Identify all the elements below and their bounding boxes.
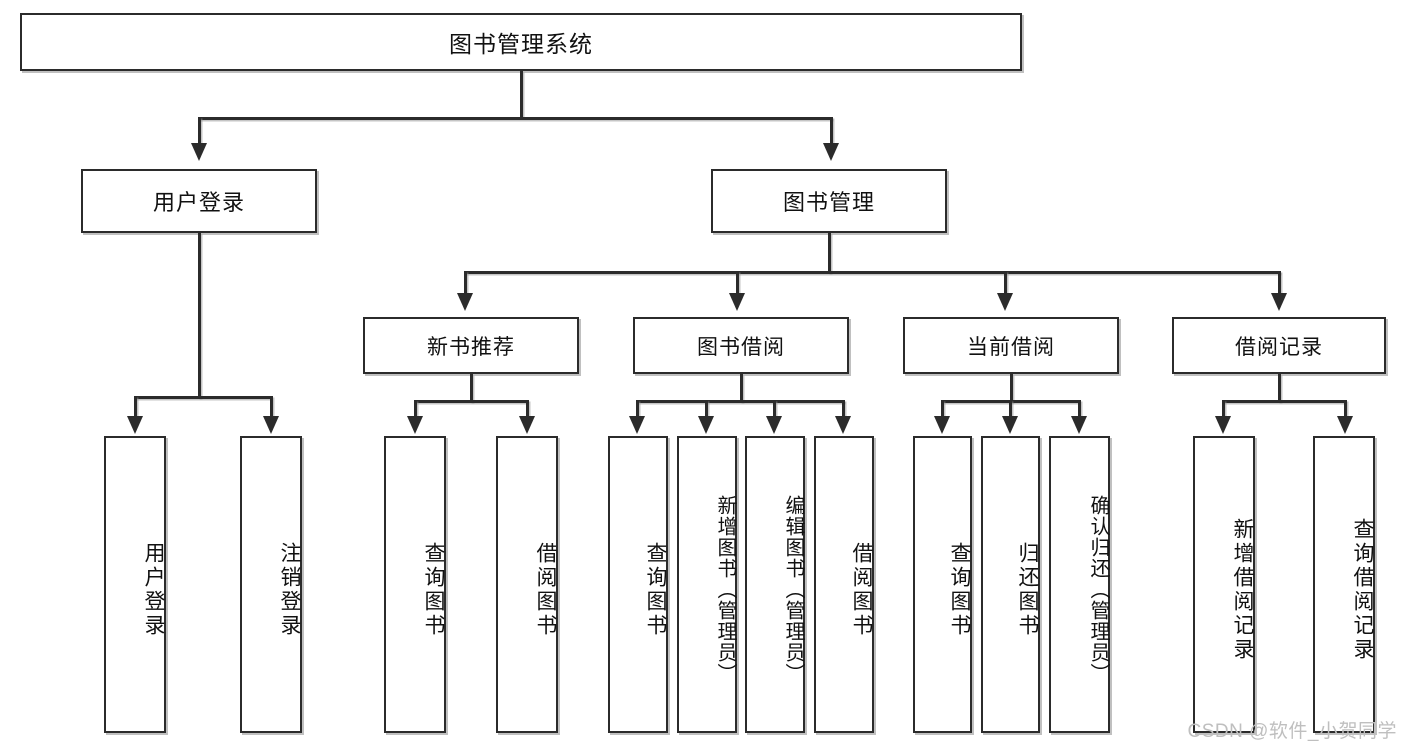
connector-root-stem (520, 71, 523, 118)
leaf-query-record-label: 查询借阅记录 (1351, 517, 1374, 662)
connector-nbr-drop-2 (526, 400, 529, 418)
arrow-to-leaf-user-logout (263, 416, 279, 434)
arrow-to-user-login (191, 143, 207, 161)
leaf-add-book[interactable]: 新增图书（管理员） (677, 436, 737, 733)
arrow-to-leaf-query-book-3 (934, 416, 950, 434)
connector-user-login-stem (198, 233, 201, 398)
node-book-borrow[interactable]: 图书借阅 (633, 317, 849, 374)
connector-bb-drop-3 (773, 400, 776, 418)
leaf-query-record[interactable]: 查询借阅记录 (1313, 436, 1375, 733)
arrow-to-leaf-query-book-1 (407, 416, 423, 434)
connector-cb-drop-1 (941, 400, 944, 418)
arrow-to-book-borrow (729, 293, 745, 311)
connector-nbr-drop-1 (414, 400, 417, 418)
node-book-management[interactable]: 图书管理 (711, 169, 947, 233)
node-root[interactable]: 图书管理系统 (20, 13, 1022, 71)
connector-root-bus (198, 117, 832, 120)
leaf-user-logout-label: 注销登录 (278, 541, 301, 638)
connector-user-login-bus (134, 396, 270, 399)
connector-cb-drop-3 (1078, 400, 1081, 418)
leaf-borrow-book-2-label: 借阅图书 (850, 541, 873, 638)
leaf-user-logout[interactable]: 注销登录 (240, 436, 302, 733)
connector-br-stem (1278, 374, 1281, 402)
arrow-to-leaf-query-record (1337, 416, 1353, 434)
connector-bb-bus (636, 400, 844, 403)
connector-bm-drop-2 (736, 271, 739, 295)
connector-bb-stem (740, 374, 743, 402)
arrow-to-current-borrow (997, 293, 1013, 311)
arrow-to-borrow-record (1271, 293, 1287, 311)
connector-nbr-stem (470, 374, 473, 402)
arrow-to-leaf-user-login (127, 416, 143, 434)
leaf-query-book-2[interactable]: 查询图书 (608, 436, 668, 733)
watermark-text: CSDN @软件_小贺同学 (1187, 721, 1397, 742)
connector-bm-drop-3 (1004, 271, 1007, 295)
node-user-login[interactable]: 用户登录 (81, 169, 317, 233)
arrow-to-leaf-confirm-return (1071, 416, 1087, 434)
connector-user-login-drop-1 (134, 396, 137, 418)
node-borrow-record-label: 借阅记录 (1235, 335, 1323, 359)
node-book-borrow-label: 图书借阅 (697, 335, 785, 359)
leaf-user-login-label: 用户登录 (142, 541, 165, 638)
leaf-add-record-label: 新增借阅记录 (1231, 517, 1254, 662)
node-book-management-label: 图书管理 (782, 190, 875, 215)
leaf-query-book-3-label: 查询图书 (948, 541, 971, 638)
leaf-query-book-1[interactable]: 查询图书 (384, 436, 446, 733)
leaf-add-book-label: 新增图书（管理员） (714, 495, 736, 684)
leaf-borrow-book-2[interactable]: 借阅图书 (814, 436, 874, 733)
arrow-to-leaf-add-record (1215, 416, 1231, 434)
leaf-query-book-1-label: 查询图书 (422, 541, 445, 638)
leaf-user-login[interactable]: 用户登录 (104, 436, 166, 733)
leaf-add-record[interactable]: 新增借阅记录 (1193, 436, 1255, 733)
leaf-edit-book-label: 编辑图书（管理员） (782, 495, 804, 684)
arrow-to-leaf-return-book (1002, 416, 1018, 434)
arrow-to-leaf-add-book (698, 416, 714, 434)
connector-cb-stem (1010, 374, 1013, 402)
connector-book-management-bus (464, 271, 1280, 274)
node-root-label: 图书管理系统 (449, 31, 593, 57)
connector-user-login-drop-2 (270, 396, 273, 418)
node-new-book-recommend[interactable]: 新书推荐 (363, 317, 579, 374)
connector-root-drop-right (830, 117, 833, 145)
arrow-to-leaf-borrow-book-1 (519, 416, 535, 434)
connector-br-bus (1222, 400, 1344, 403)
arrow-to-leaf-query-book-2 (629, 416, 645, 434)
connector-bm-drop-4 (1278, 271, 1281, 295)
connector-br-drop-2 (1344, 400, 1347, 418)
node-current-borrow[interactable]: 当前借阅 (903, 317, 1119, 374)
leaf-confirm-return-label: 确认归还（管理员） (1087, 495, 1109, 684)
leaf-return-book-label: 归还图书 (1016, 541, 1039, 638)
leaf-edit-book[interactable]: 编辑图书（管理员） (745, 436, 805, 733)
leaf-borrow-book-1[interactable]: 借阅图书 (496, 436, 558, 733)
connector-bm-drop-1 (464, 271, 467, 295)
arrow-to-leaf-borrow-book-2 (835, 416, 851, 434)
leaf-confirm-return[interactable]: 确认归还（管理员） (1049, 436, 1110, 733)
node-borrow-record[interactable]: 借阅记录 (1172, 317, 1386, 374)
connector-cb-drop-2 (1009, 400, 1012, 418)
node-current-borrow-label: 当前借阅 (967, 335, 1055, 359)
arrow-to-book-management (823, 143, 839, 161)
connector-bb-drop-2 (705, 400, 708, 418)
leaf-borrow-book-1-label: 借阅图书 (534, 541, 557, 638)
connector-bb-drop-4 (842, 400, 845, 418)
arrow-to-leaf-edit-book (766, 416, 782, 434)
connector-br-drop-1 (1222, 400, 1225, 418)
connector-root-drop-left (198, 117, 201, 145)
leaf-query-book-2-label: 查询图书 (644, 541, 667, 638)
leaf-query-book-3[interactable]: 查询图书 (913, 436, 972, 733)
node-new-book-recommend-label: 新书推荐 (427, 335, 515, 359)
node-user-login-label: 用户登录 (152, 190, 245, 215)
arrow-to-new-book-recommend (457, 293, 473, 311)
leaf-return-book[interactable]: 归还图书 (981, 436, 1040, 733)
connector-bb-drop-1 (636, 400, 639, 418)
connector-book-management-stem (828, 233, 831, 273)
connector-nbr-bus (414, 400, 526, 403)
